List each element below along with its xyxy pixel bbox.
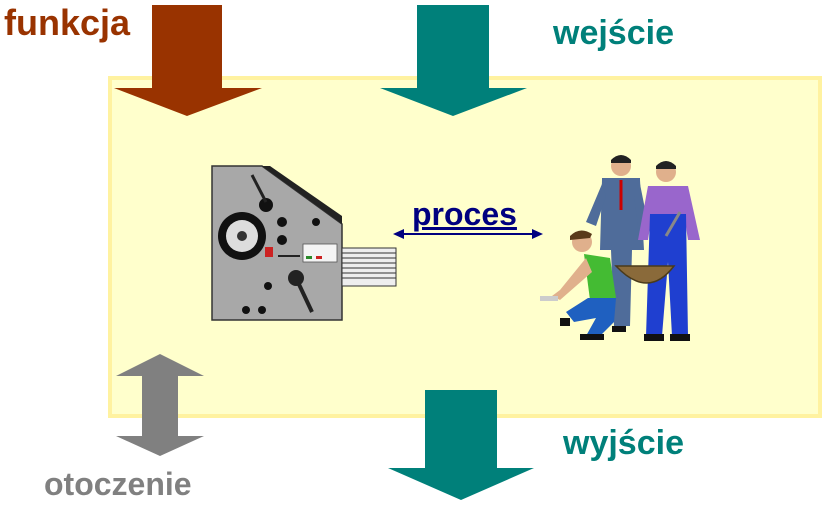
function-arrow [114,5,262,116]
environment-arrow [116,354,204,456]
environment-label: otoczenie [44,466,192,502]
input-arrow [380,5,527,116]
output-label: wyjście [563,424,684,462]
function-label: funkcja [4,2,131,43]
process-arrow [393,229,543,239]
process-label: proces [412,196,517,232]
input-label: wejście [553,14,674,52]
workers-icon [540,155,700,341]
machine-icon [211,165,397,321]
output-arrow [388,390,534,500]
